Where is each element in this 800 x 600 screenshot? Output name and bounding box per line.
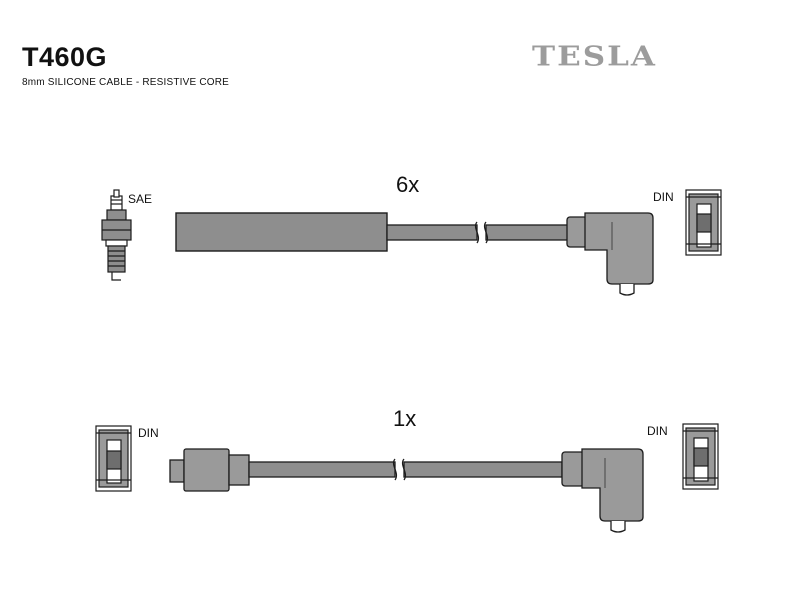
bottom-cable <box>248 458 563 481</box>
bottom-cable-assembly: DIN DIN <box>95 406 719 533</box>
coil-end-boot <box>169 448 250 492</box>
din-terminal-icon <box>685 189 722 256</box>
bottom-quantity: 1x <box>393 406 416 431</box>
angled-boot-bottom-right <box>561 448 644 533</box>
top-right-end-label: DIN <box>653 190 674 204</box>
din-terminal-icon <box>95 425 132 492</box>
spark-plug-icon <box>101 189 132 281</box>
straight-boot <box>175 212 388 252</box>
top-cable <box>386 221 569 244</box>
part-number-title: T460G <box>22 42 108 72</box>
top-quantity: 6x <box>396 172 419 197</box>
bottom-left-end-label: DIN <box>138 426 159 440</box>
angled-boot-right <box>566 212 654 296</box>
din-terminal-icon <box>682 423 719 490</box>
top-left-end-label: SAE <box>128 192 152 206</box>
cable-description: 8mm SILICONE CABLE - RESISTIVE CORE <box>22 77 230 88</box>
bottom-right-end-label: DIN <box>647 424 668 438</box>
brand-logo: TESLA <box>532 41 657 73</box>
top-cable-assembly: SAE DIN <box>101 172 722 296</box>
